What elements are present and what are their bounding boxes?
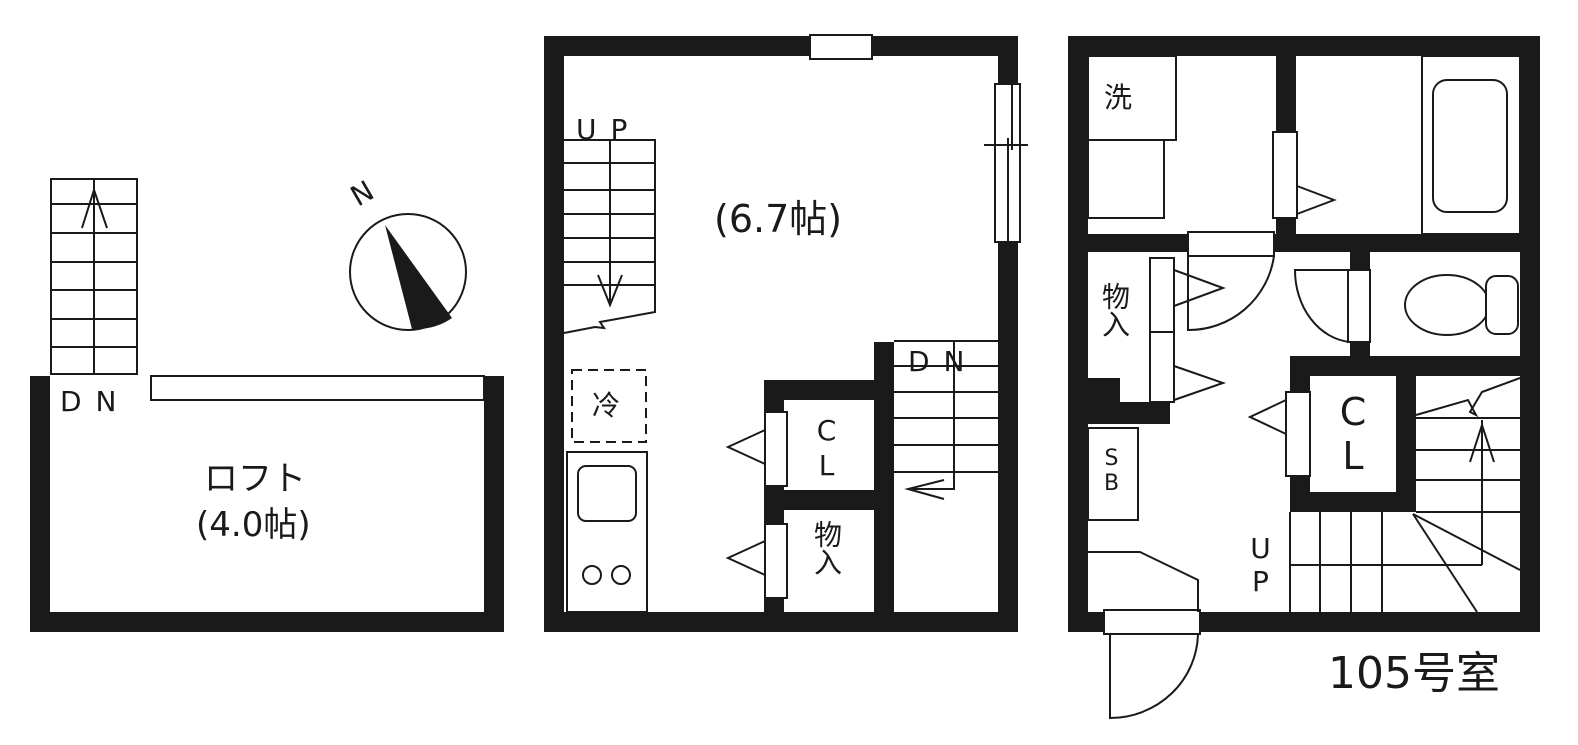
floor1-room-size: (6.7帖) — [714, 197, 843, 241]
loft-stair — [50, 178, 138, 375]
floor1-storage-label: 物入 — [810, 520, 843, 576]
floor0-storage-label: 物入 — [1098, 282, 1131, 338]
floor0-closet-label: CL — [1331, 390, 1375, 478]
compass-icon — [349, 213, 467, 331]
loft-room-name: ロフト — [204, 459, 306, 499]
loft-walls — [30, 376, 504, 632]
floor1-closet-label: CL — [810, 414, 843, 484]
floor0-walls — [1068, 36, 1540, 632]
loft-dn-label: DN — [60, 385, 131, 418]
loft-room-size: (4.0帖) — [196, 505, 311, 545]
washer-label: 洗 — [1104, 81, 1133, 114]
fridge-label: 冷 — [592, 389, 621, 422]
floor1-up-label: UP — [576, 113, 642, 146]
floor1-dn-label: DN — [908, 345, 979, 378]
floor0-up-label: UP — [1244, 532, 1277, 598]
shoebox-label: SB — [1099, 446, 1124, 496]
unit-number-label: 105号室 — [1328, 648, 1500, 699]
